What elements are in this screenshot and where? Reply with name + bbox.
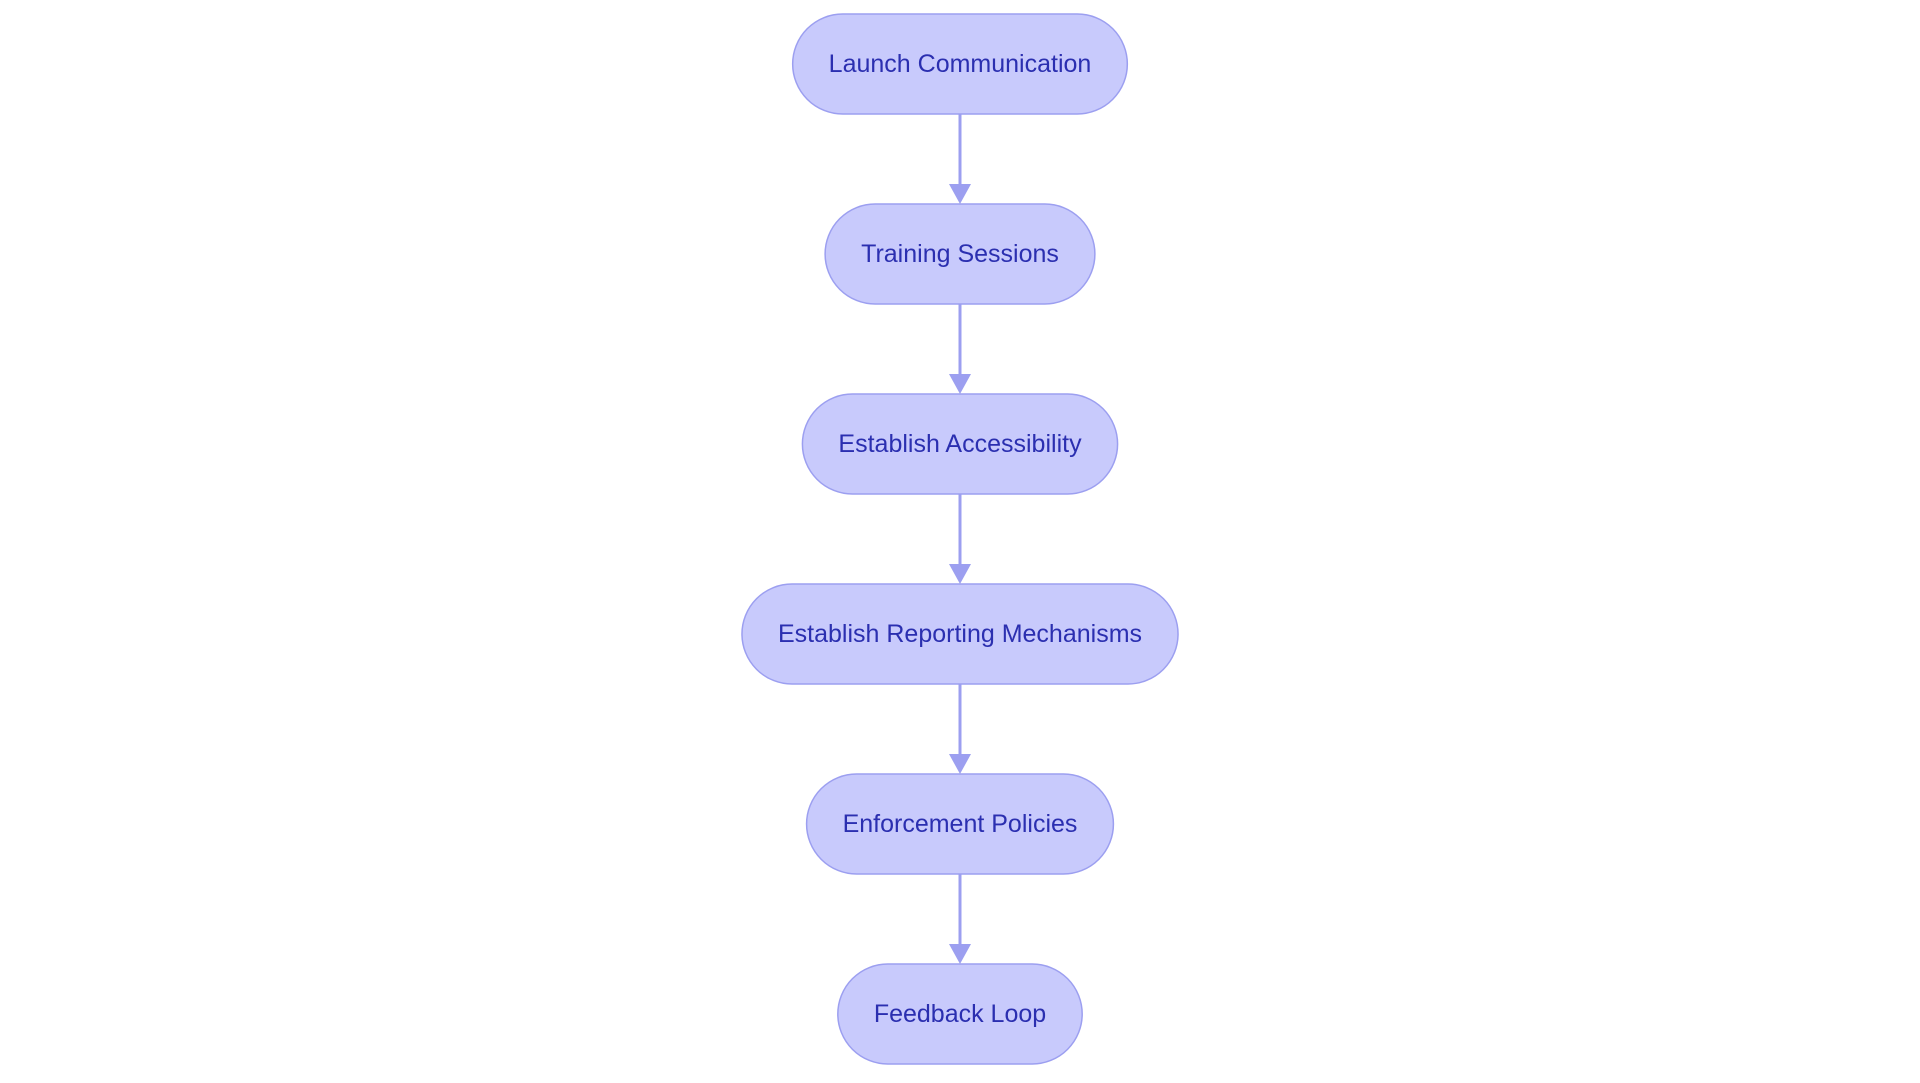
edge-arrow-establish-reporting-mechanisms-to-enforcement-policies (949, 684, 971, 774)
node-label: Feedback Loop (874, 1000, 1046, 1028)
edge-arrow-enforcement-policies-to-feedback-loop (949, 874, 971, 964)
node-box (837, 963, 1083, 1065)
node-training-sessions: Training Sessions (824, 203, 1096, 305)
node-box (805, 773, 1115, 875)
node-box (824, 203, 1096, 305)
edge-arrow-establish-accessibility-to-establish-reporting-mechanisms (949, 494, 971, 584)
node-label: Establish Reporting Mechanisms (778, 620, 1142, 648)
node-launch-communication: Launch Communication (791, 13, 1129, 115)
node-label: Establish Accessibility (838, 430, 1082, 458)
node-label: Training Sessions (861, 240, 1059, 268)
node-box (791, 13, 1129, 115)
arrowhead-icon (949, 944, 971, 964)
arrowhead-icon (949, 564, 971, 584)
edges-layer (949, 114, 971, 964)
node-feedback-loop: Feedback Loop (837, 963, 1083, 1065)
arrowhead-icon (949, 754, 971, 774)
edge-arrow-training-sessions-to-establish-accessibility (949, 304, 971, 394)
node-box (741, 583, 1179, 685)
arrowhead-icon (949, 184, 971, 204)
node-label: Launch Communication (829, 50, 1092, 78)
node-establish-accessibility: Establish Accessibility (801, 393, 1119, 495)
node-establish-reporting-mechanisms: Establish Reporting Mechanisms (741, 583, 1179, 685)
arrowhead-icon (949, 374, 971, 394)
node-enforcement-policies: Enforcement Policies (805, 773, 1115, 875)
edge-arrow-launch-communication-to-training-sessions (949, 114, 971, 204)
node-label: Enforcement Policies (843, 810, 1078, 838)
node-box (801, 393, 1119, 495)
